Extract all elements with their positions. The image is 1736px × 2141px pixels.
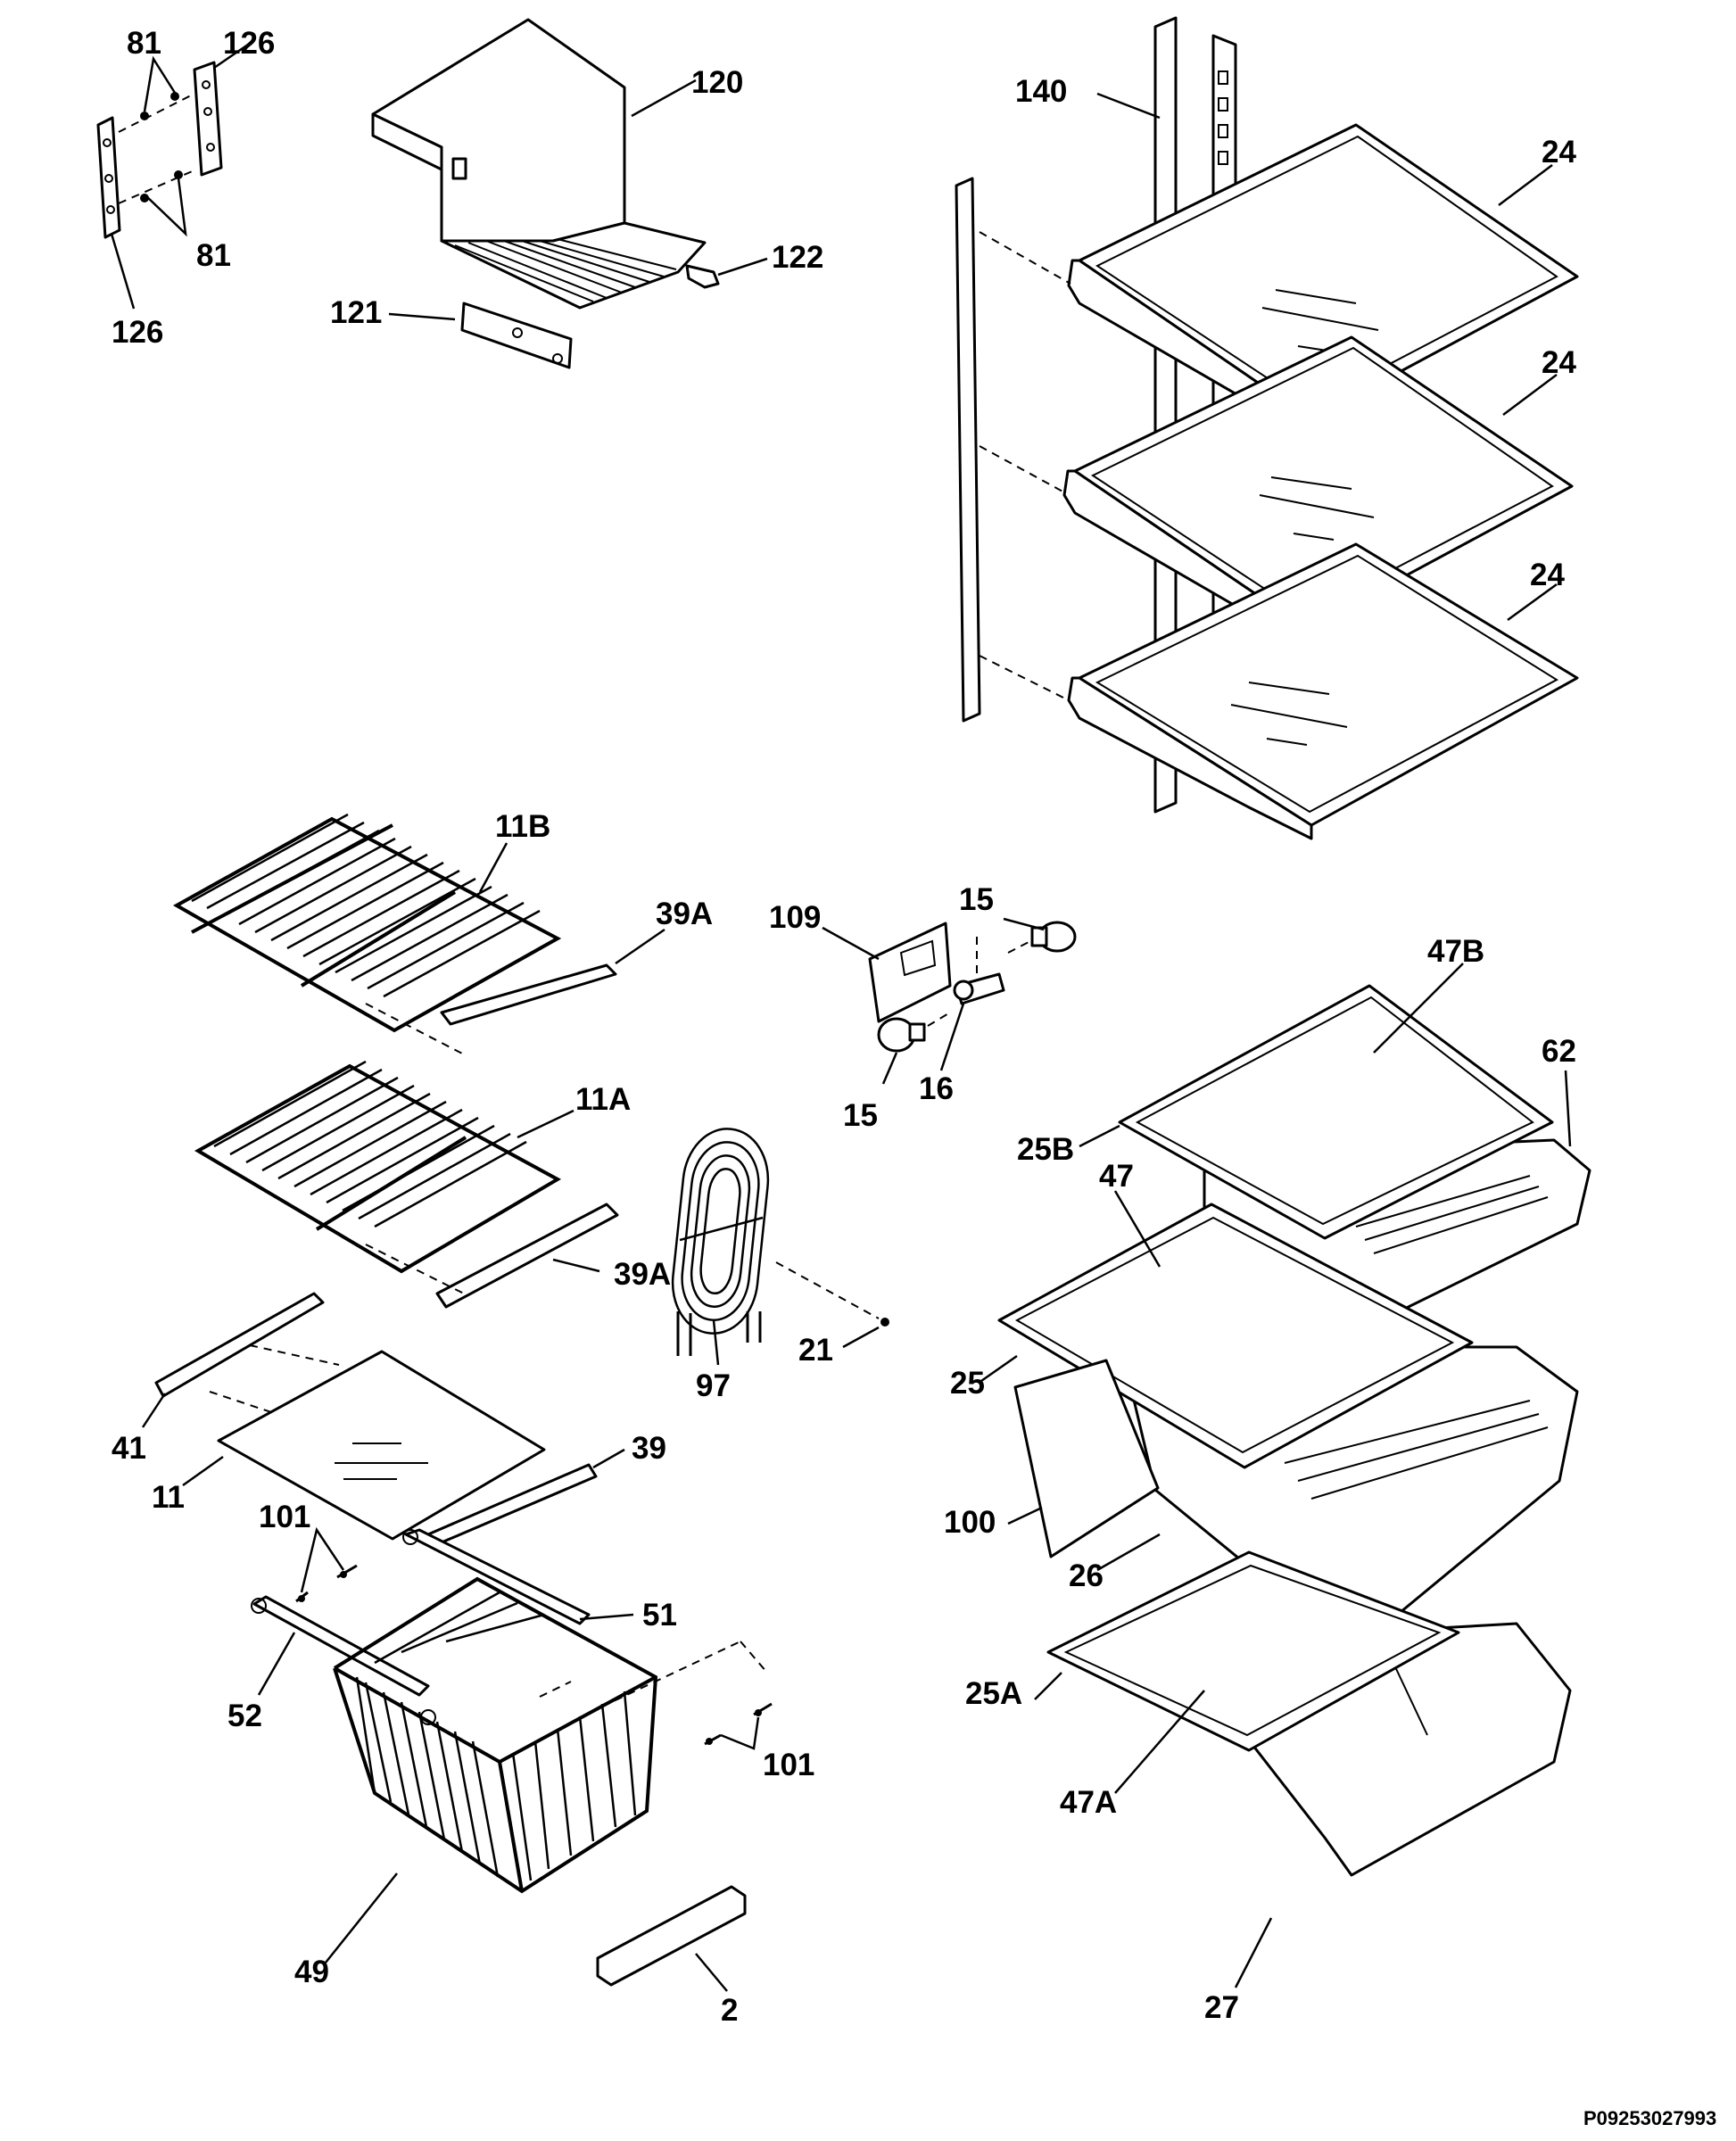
document-id: P09253027993: [1583, 2107, 1716, 2129]
callout-2: 2: [721, 1993, 738, 2028]
callout-39A: 39A: [614, 1257, 671, 1292]
callout-49: 49: [294, 1955, 329, 1989]
callout-15: 15: [843, 1098, 878, 1133]
callout-24: 24: [1542, 135, 1576, 169]
callout-11: 11: [152, 1480, 185, 1515]
callout-62: 62: [1542, 1034, 1576, 1069]
callout-39: 39: [632, 1431, 666, 1466]
rail-slots: [1218, 70, 1228, 165]
middle-drawer-ribs: [1284, 1400, 1549, 1500]
callout-41: 41: [112, 1431, 146, 1466]
callout-100: 100: [944, 1505, 996, 1540]
callout-16: 16: [919, 1071, 954, 1106]
callout-101: 101: [763, 1748, 814, 1782]
top-drawer-ribs: [1355, 1175, 1549, 1254]
callout-27: 27: [1204, 1990, 1239, 2025]
callout-25A: 25A: [965, 1676, 1022, 1711]
callout-140: 140: [1015, 74, 1067, 109]
callout-81: 81: [127, 26, 161, 61]
callout-97: 97: [696, 1368, 731, 1403]
callout-39A: 39A: [656, 897, 713, 931]
wire-basket-49-assembly: [251, 1526, 773, 1992]
basket-wires: [364, 1591, 637, 1881]
glass-shelves-24-assembly: [955, 16, 1579, 840]
callout-25: 25: [950, 1366, 985, 1401]
callout-24: 24: [1530, 558, 1565, 592]
coil-97-assembly: [671, 1128, 889, 1366]
callout-47: 47: [1099, 1159, 1134, 1194]
hinge-bracket-126-assembly: [96, 43, 249, 310]
light-assembly: [822, 917, 1077, 1085]
callout-26: 26: [1069, 1558, 1104, 1593]
callout-11B: 11B: [495, 809, 550, 844]
callout-24: 24: [1542, 345, 1576, 380]
ice-bin-ribs: [454, 238, 677, 302]
callout-101: 101: [259, 1500, 310, 1534]
callout-52: 52: [227, 1699, 262, 1733]
callout-25B: 25B: [1017, 1132, 1074, 1167]
callout-15: 15: [959, 882, 994, 917]
callout-120: 120: [691, 65, 743, 100]
callout-47A: 47A: [1060, 1785, 1117, 1820]
callout-126: 126: [223, 26, 275, 61]
callout-11A: 11A: [575, 1082, 631, 1117]
callout-47B: 47B: [1427, 934, 1484, 969]
callout-121: 121: [330, 295, 382, 330]
callout-109: 109: [769, 900, 821, 935]
wire-shelves-assembly: [141, 813, 665, 1547]
callout-122: 122: [772, 240, 823, 275]
callout-21: 21: [798, 1333, 833, 1368]
callout-126: 126: [112, 315, 163, 350]
ice-bin-120-assembly: [371, 18, 768, 369]
crisper-drawers-assembly: [980, 963, 1591, 1988]
callout-51: 51: [642, 1598, 677, 1633]
callout-81: 81: [196, 238, 231, 273]
